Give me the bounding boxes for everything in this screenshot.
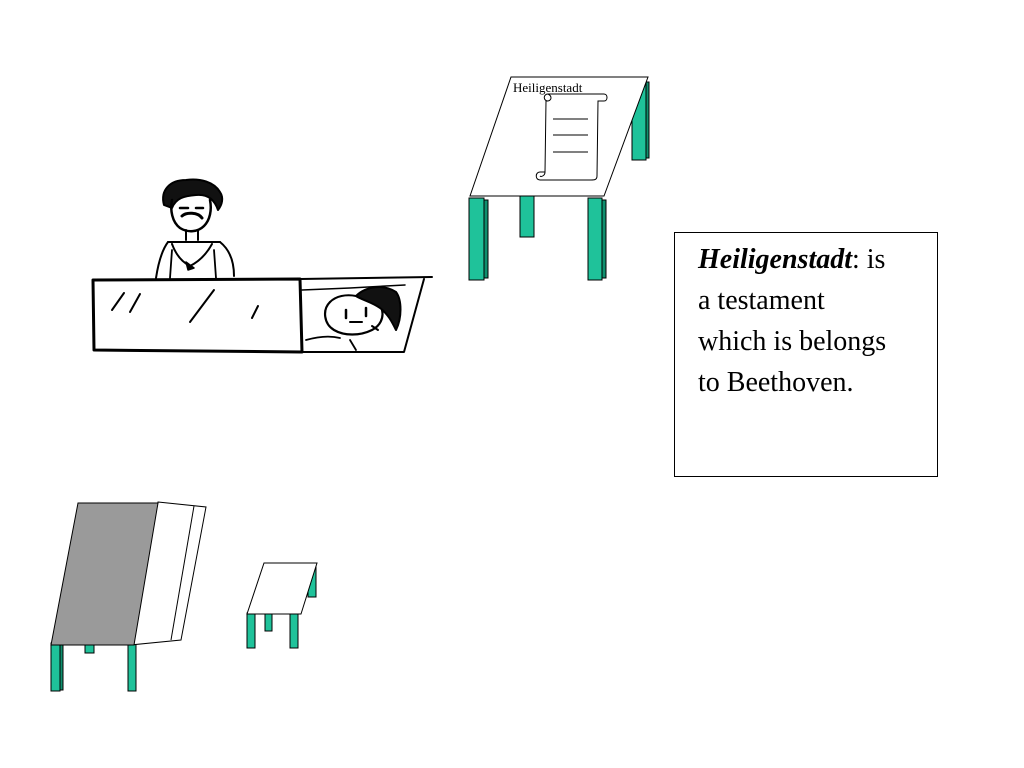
definition-term: Heiligenstadt bbox=[698, 244, 852, 275]
sleeping-person bbox=[301, 278, 425, 353]
testament-scroll: Heiligenstadt bbox=[513, 80, 608, 181]
beethoven-figure bbox=[155, 178, 235, 279]
scroll-title: Heiligenstadt bbox=[513, 80, 583, 95]
definition-body: : is a testament which is belongs to Bee… bbox=[698, 244, 887, 398]
definition-text: Heiligenstadt: is a testament which is b… bbox=[698, 239, 927, 403]
grand-piano bbox=[50, 501, 207, 692]
small-table bbox=[246, 562, 318, 649]
definition-box: Heiligenstadt: is a testament which is b… bbox=[674, 232, 938, 477]
